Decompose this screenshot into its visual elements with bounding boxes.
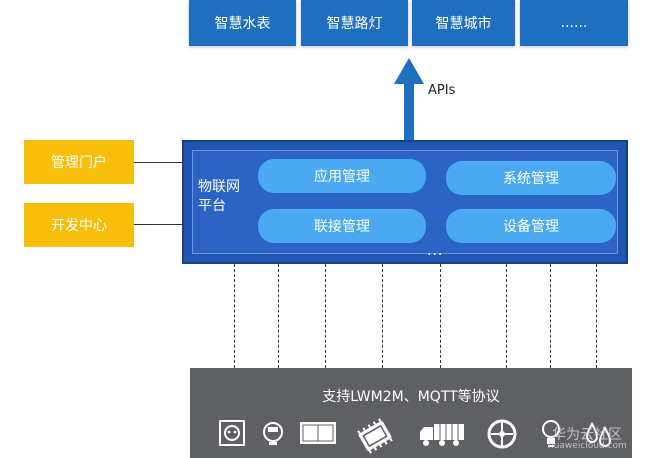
watermark-brand: 华为云社区 — [552, 427, 622, 443]
app-box-smart-water-meter: 智慧水表 — [189, 0, 296, 46]
wheel-sensor-icon — [487, 419, 517, 449]
module-connection-management: 联接管理 — [258, 209, 426, 243]
device-link-line — [234, 264, 235, 368]
device-link-line — [506, 264, 507, 368]
portal-connector-line — [134, 162, 184, 163]
developer-center-box: 开发中心 — [24, 203, 134, 247]
panel-device-icon — [300, 422, 336, 444]
water-drops-icon — [585, 421, 612, 447]
devcenter-connector-line — [134, 224, 184, 225]
truck-icon — [420, 424, 464, 446]
device-link-line — [382, 264, 383, 368]
watermark-url: huaweicloud.com — [548, 441, 627, 451]
device-link-line — [550, 264, 551, 368]
device-link-line — [596, 264, 597, 368]
module-application-management: 应用管理 — [258, 159, 426, 193]
chip-module-icon — [357, 418, 393, 454]
module-device-management: 设备管理 — [446, 209, 616, 243]
apis-label: APIs — [428, 83, 456, 98]
light-bulb-icon — [542, 420, 560, 447]
platform-title: 物联网平台 — [198, 179, 240, 214]
app-box-more: ...... — [520, 0, 628, 46]
arrow-shaft — [404, 82, 414, 140]
power-socket-icon — [219, 420, 245, 446]
module-system-management: 系统管理 — [446, 161, 616, 195]
management-portal-box: 管理门户 — [24, 140, 134, 184]
protocol-device-bar: 支持LWM2M、MQTT等协议 — [190, 368, 632, 458]
device-link-line — [440, 264, 441, 368]
device-link-line — [325, 264, 326, 368]
iot-platform-box: 物联网平台 应用管理 系统管理 联接管理 设备管理 ... — [182, 140, 628, 264]
app-box-smart-streetlight: 智慧路灯 — [301, 0, 408, 46]
more-modules-ellipsis: ... — [427, 243, 444, 259]
app-box-smart-city: 智慧城市 — [412, 0, 515, 46]
smart-meter-icon — [263, 422, 283, 445]
up-arrow-icon — [394, 58, 424, 84]
device-link-line — [278, 264, 279, 368]
protocol-text: 支持LWM2M、MQTT等协议 — [322, 389, 500, 405]
